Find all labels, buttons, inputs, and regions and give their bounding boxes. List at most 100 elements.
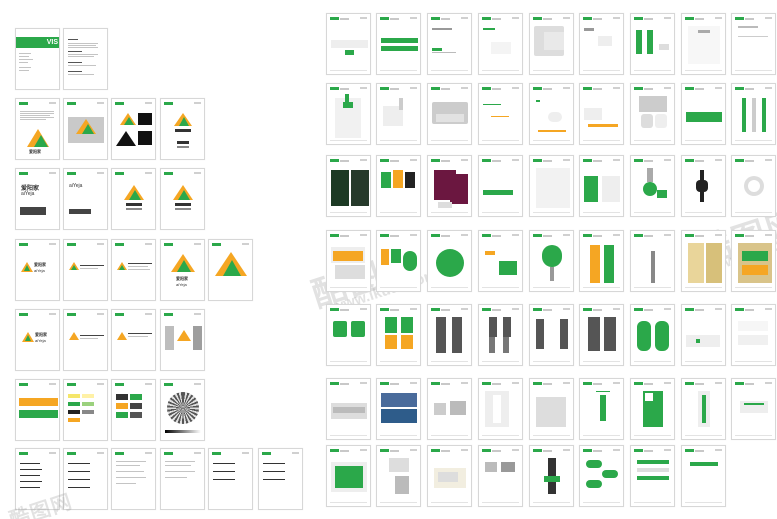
color-bg-page[interactable] bbox=[111, 379, 156, 441]
font-page-2[interactable] bbox=[63, 448, 108, 510]
font-page-6[interactable] bbox=[258, 448, 303, 510]
application-page[interactable] bbox=[529, 378, 574, 440]
logo-combo-v2-page[interactable] bbox=[160, 168, 205, 230]
application-page[interactable] bbox=[326, 83, 371, 145]
application-page[interactable] bbox=[427, 445, 472, 507]
pattern-page[interactable] bbox=[160, 379, 205, 441]
application-page[interactable] bbox=[681, 230, 726, 292]
logo-std-page[interactable]: 爱阳家 aiYeja bbox=[15, 309, 60, 371]
logo-horizontal-page[interactable]: 爱阳家 aiYeja bbox=[15, 239, 60, 301]
application-page[interactable] bbox=[478, 445, 523, 507]
font-page-1[interactable] bbox=[15, 448, 60, 510]
page-graphic bbox=[333, 321, 347, 337]
application-page[interactable] bbox=[427, 230, 472, 292]
application-page[interactable] bbox=[529, 445, 574, 507]
application-page[interactable] bbox=[731, 13, 776, 75]
application-page[interactable] bbox=[376, 230, 421, 292]
application-page[interactable] bbox=[376, 83, 421, 145]
color-aux-page[interactable] bbox=[63, 379, 108, 441]
application-page[interactable] bbox=[326, 13, 371, 75]
logo-std-3-page[interactable] bbox=[111, 309, 156, 371]
page-graphic bbox=[503, 337, 509, 353]
logo-large-page[interactable] bbox=[208, 239, 253, 301]
logo-grid-page[interactable]: 爱阳家 aiYeja bbox=[160, 239, 205, 301]
application-page[interactable] bbox=[478, 155, 523, 217]
logo-bg-page[interactable] bbox=[160, 309, 205, 371]
logo-horizontal-3-page[interactable] bbox=[111, 239, 156, 301]
logo-black-page[interactable] bbox=[111, 98, 156, 160]
application-page[interactable] bbox=[427, 155, 472, 217]
application-page[interactable] bbox=[681, 155, 726, 217]
application-page[interactable] bbox=[731, 230, 776, 292]
application-page[interactable] bbox=[681, 378, 726, 440]
application-page[interactable] bbox=[630, 83, 675, 145]
page-graphic bbox=[491, 116, 509, 117]
application-page[interactable] bbox=[326, 230, 371, 292]
application-page[interactable] bbox=[579, 230, 624, 292]
logo-std-cn: 爱阳家 bbox=[35, 332, 47, 337]
application-page[interactable] bbox=[529, 83, 574, 145]
application-page[interactable] bbox=[478, 13, 523, 75]
application-page[interactable] bbox=[326, 304, 371, 366]
application-page[interactable] bbox=[427, 378, 472, 440]
application-page[interactable] bbox=[326, 378, 371, 440]
application-page[interactable] bbox=[579, 445, 624, 507]
font-page-3[interactable] bbox=[111, 448, 156, 510]
application-page[interactable] bbox=[478, 304, 523, 366]
page-graphic bbox=[688, 460, 720, 496]
logo-horizontal-2-page[interactable] bbox=[63, 239, 108, 301]
application-page[interactable] bbox=[579, 304, 624, 366]
application-page[interactable] bbox=[630, 155, 675, 217]
logo-variants-page[interactable] bbox=[160, 98, 205, 160]
application-page[interactable] bbox=[326, 155, 371, 217]
logo-gray-page[interactable] bbox=[63, 98, 108, 160]
application-page[interactable] bbox=[731, 304, 776, 366]
application-page[interactable] bbox=[427, 304, 472, 366]
application-page[interactable] bbox=[731, 155, 776, 217]
logo-combo-v-page[interactable] bbox=[111, 168, 156, 230]
application-page[interactable] bbox=[529, 304, 574, 366]
application-page[interactable] bbox=[579, 155, 624, 217]
logo-intro-page[interactable]: 爱阳家 bbox=[15, 98, 60, 160]
application-page[interactable] bbox=[427, 83, 472, 145]
application-page[interactable] bbox=[630, 230, 675, 292]
application-page[interactable] bbox=[529, 13, 574, 75]
application-page[interactable] bbox=[326, 445, 371, 507]
application-page[interactable] bbox=[630, 378, 675, 440]
application-page[interactable] bbox=[579, 83, 624, 145]
application-page[interactable] bbox=[579, 378, 624, 440]
application-page[interactable] bbox=[681, 13, 726, 75]
page-graphic bbox=[590, 245, 600, 283]
wordmark-page[interactable]: 爱阳家 aiYeja bbox=[15, 168, 60, 230]
page-graphic bbox=[432, 28, 452, 30]
font-page-4[interactable] bbox=[160, 448, 205, 510]
application-page[interactable] bbox=[630, 13, 675, 75]
application-page[interactable] bbox=[681, 304, 726, 366]
application-page[interactable] bbox=[376, 304, 421, 366]
application-page[interactable] bbox=[579, 13, 624, 75]
application-page[interactable] bbox=[630, 445, 675, 507]
application-page[interactable] bbox=[681, 445, 726, 507]
application-page[interactable] bbox=[681, 83, 726, 145]
page-graphic bbox=[686, 112, 722, 122]
application-page[interactable] bbox=[529, 230, 574, 292]
preface-page[interactable] bbox=[63, 28, 108, 90]
application-page[interactable] bbox=[731, 378, 776, 440]
page-graphic bbox=[536, 397, 566, 427]
application-page[interactable] bbox=[478, 83, 523, 145]
application-page[interactable] bbox=[376, 13, 421, 75]
application-page[interactable] bbox=[376, 155, 421, 217]
wordmark-en-page[interactable]: aiYeja bbox=[63, 168, 108, 230]
logo-std-2-page[interactable] bbox=[63, 309, 108, 371]
application-page[interactable] bbox=[478, 230, 523, 292]
application-page[interactable] bbox=[376, 445, 421, 507]
font-page-5[interactable] bbox=[208, 448, 253, 510]
application-page[interactable] bbox=[376, 378, 421, 440]
application-page[interactable] bbox=[427, 13, 472, 75]
cover-page[interactable]: VIS bbox=[15, 28, 60, 90]
application-page[interactable] bbox=[529, 155, 574, 217]
application-page[interactable] bbox=[731, 83, 776, 145]
color-standard-page[interactable] bbox=[15, 379, 60, 441]
application-page[interactable] bbox=[478, 378, 523, 440]
application-page[interactable] bbox=[630, 304, 675, 366]
